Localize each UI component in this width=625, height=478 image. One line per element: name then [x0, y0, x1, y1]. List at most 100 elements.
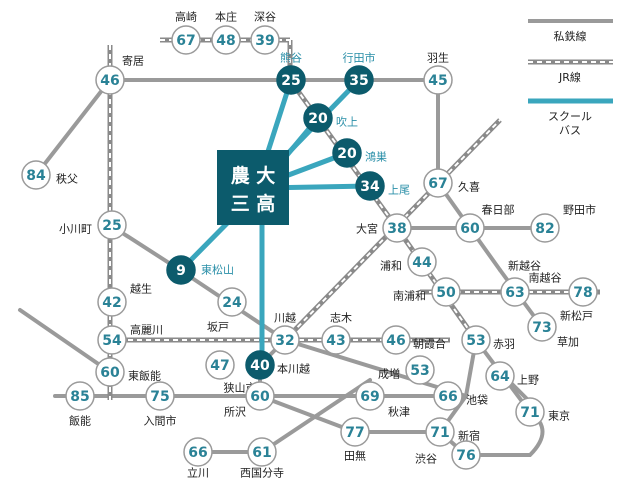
- station-marker: [97, 287, 127, 317]
- station-number: 77: [345, 425, 364, 441]
- station-number: 78: [573, 285, 592, 301]
- station-name: 成増: [378, 368, 400, 381]
- station-marker: [455, 213, 485, 243]
- legend: 私鉄線 JR線 スクール バス: [528, 19, 613, 137]
- station-name: 行田市: [343, 51, 376, 65]
- line-seibu-west: [18, 308, 112, 374]
- station-marker: [461, 325, 491, 355]
- station-shinmatsudo: 78 新松戸: [560, 277, 598, 323]
- station-tokorozawa: 60 所沢: [224, 381, 275, 419]
- station-marker: [247, 437, 277, 467]
- station-name: 新宿: [458, 429, 480, 443]
- station-name: 吹上: [336, 116, 358, 129]
- station-marker: [145, 381, 175, 411]
- station-number: 60: [250, 389, 270, 405]
- station-number: 39: [255, 33, 274, 49]
- station-marker: [65, 381, 95, 411]
- station-name: 野田市: [563, 203, 596, 217]
- station-name: 熊谷: [280, 51, 302, 65]
- station-marker: [303, 103, 333, 133]
- line-tojo-main: [283, 338, 468, 398]
- station-marker: [407, 247, 437, 277]
- station-number: 67: [428, 176, 447, 192]
- station-number: 43: [326, 333, 345, 349]
- station-number: 64: [490, 369, 510, 385]
- station-number: 60: [460, 221, 480, 237]
- station-number: 25: [281, 73, 300, 89]
- station-name: 本川越: [277, 362, 310, 376]
- school-box: 農 大 三 高: [217, 150, 289, 225]
- station-marker: [485, 361, 515, 391]
- station-marker: [21, 160, 51, 190]
- station-name: 新松戸: [560, 309, 593, 323]
- station-name: 浦和: [380, 260, 402, 273]
- school-name-1: 農 大: [231, 164, 276, 187]
- station-number: 71: [430, 425, 449, 441]
- station-number: 35: [349, 73, 368, 89]
- station-number: 9: [176, 263, 186, 279]
- school-name-2: 三 高: [231, 192, 276, 215]
- station-fukiage: 20 吹上: [303, 103, 358, 133]
- station-name: 南浦和: [393, 290, 426, 303]
- station-name: 東飯能: [128, 369, 161, 383]
- station-marker: [355, 171, 385, 201]
- legend-jr: JR線: [558, 70, 581, 84]
- station-marker: [425, 417, 455, 447]
- station-name: 草加: [557, 336, 579, 349]
- line-kokubunji: [260, 378, 372, 454]
- station-number: 66: [188, 445, 207, 461]
- station-ueno: 64 上野: [485, 361, 539, 391]
- station-marker: [270, 325, 300, 355]
- line-chichibu: [34, 78, 112, 177]
- station-name: 所沢: [224, 405, 246, 419]
- station-number: 60: [100, 365, 120, 381]
- station-name: 羽生: [427, 51, 449, 65]
- station-name: 南越谷: [529, 271, 562, 285]
- station-gyoda: 35 行田市: [343, 51, 376, 95]
- station-marker: [211, 25, 241, 55]
- station-number: 20: [337, 146, 357, 162]
- station-marker: [568, 277, 598, 307]
- station-number: 32: [275, 333, 294, 349]
- station-name: 秩父: [56, 173, 78, 186]
- station-marker: [405, 355, 435, 385]
- station-number: 66: [438, 389, 457, 405]
- station-number: 47: [210, 358, 229, 374]
- station-name: 坂戸: [207, 321, 229, 334]
- station-marker: [276, 65, 306, 95]
- station-name: 上尾: [388, 184, 410, 197]
- station-number: 24: [222, 295, 242, 311]
- station-marker: [166, 255, 196, 285]
- station-marker: [171, 25, 201, 55]
- station-minamikoshigaya: 南越谷: [529, 271, 562, 285]
- station-marker: [95, 357, 125, 387]
- station-name: 大宮: [356, 222, 378, 236]
- station-name: 川越: [274, 311, 296, 325]
- station-name: 上野: [517, 374, 539, 387]
- station-number: 73: [532, 320, 551, 336]
- station-number: 25: [102, 218, 121, 234]
- station-number: 63: [505, 285, 524, 301]
- station-marker: [183, 437, 213, 467]
- line-yamanote: [437, 335, 545, 457]
- station-marker: [431, 277, 461, 307]
- station-marker: [344, 65, 374, 95]
- legend-bus-2: バス: [559, 124, 581, 137]
- station-shinjuku: 71 新宿: [425, 417, 480, 447]
- station-name: 久喜: [458, 181, 480, 194]
- station-number: 85: [70, 389, 89, 405]
- station-number: 20: [308, 111, 328, 127]
- station-name: 飯能: [69, 414, 91, 428]
- station-number: 54: [102, 333, 122, 349]
- station-sakado: 24 坂戸: [207, 287, 247, 334]
